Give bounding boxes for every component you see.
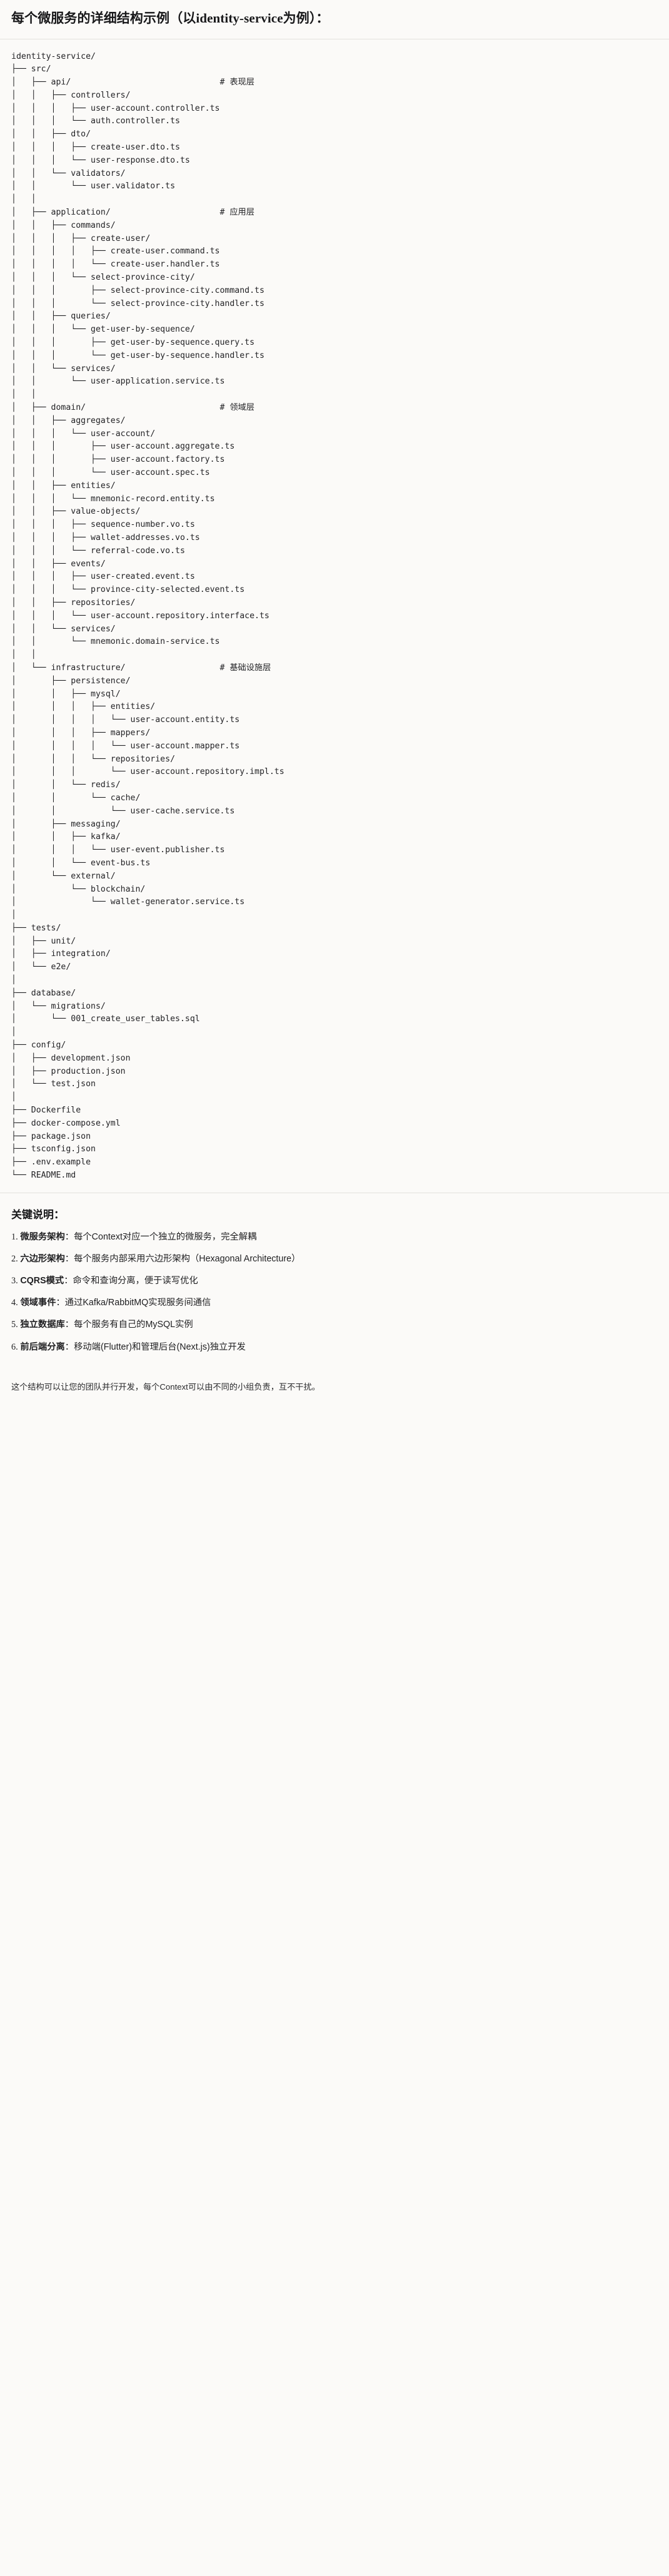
keypoint-term: CQRS模式	[20, 1276, 64, 1286]
keypoint-item: 领域事件：通过Kafka/RabbitMQ实现服务间通信	[11, 1296, 658, 1310]
keypoint-desc: ：命令和查询分离，便于读写优化	[64, 1276, 198, 1286]
directory-tree-block: identity-service/ ├── src/ │ ├── api/ # …	[0, 39, 669, 1193]
keypoint-term: 六边形架构	[20, 1253, 65, 1264]
keypoint-item: 微服务架构：每个Context对应一个独立的微服务，完全解耦	[11, 1230, 658, 1244]
keypoint-term: 领域事件	[20, 1298, 56, 1308]
directory-tree-code: identity-service/ ├── src/ │ ├── api/ # …	[11, 51, 284, 1181]
keypoint-term: 独立数据库	[20, 1320, 65, 1330]
keypoint-term: 前后端分离	[20, 1341, 65, 1352]
keypoint-item: 独立数据库：每个服务有自己的MySQL实例	[11, 1318, 658, 1331]
directory-tree: identity-service/ ├── src/ │ ├── api/ # …	[11, 51, 658, 1183]
keypoint-desc: ：每个Context对应一个独立的微服务，完全解耦	[64, 1231, 257, 1242]
keypoint-item: 六边形架构：每个服务内部采用六边形架构（Hexagonal Architectu…	[11, 1252, 658, 1266]
page-title: 每个微服务的详细结构示例（以identity-service为例）：	[11, 11, 329, 26]
keypoint-desc: ：通过Kafka/RabbitMQ实现服务间通信	[56, 1298, 211, 1308]
keypoints-section: 关键说明： 微服务架构：每个Context对应一个独立的微服务，完全解耦六边形架…	[0, 1193, 669, 1368]
keypoints-title: 关键说明：	[11, 1208, 64, 1221]
keypoints-footer: 这个结构可以让您的团队并行开发，每个Context可以由不同的小组负责，互不干扰…	[11, 1382, 320, 1392]
keypoint-desc: ：移动端(Flutter)和管理后台(Next.js)独立开发	[64, 1341, 246, 1352]
keypoint-desc: ：每个服务有自己的MySQL实例	[64, 1320, 193, 1330]
keypoint-desc: ：每个服务内部采用六边形架构（Hexagonal Architecture）	[64, 1253, 301, 1264]
keypoint-term: 微服务架构	[20, 1231, 65, 1242]
keypoints-list: 微服务架构：每个Context对应一个独立的微服务，完全解耦六边形架构：每个服务…	[11, 1230, 658, 1354]
keypoint-item: 前后端分离：移动端(Flutter)和管理后台(Next.js)独立开发	[11, 1340, 658, 1354]
keypoint-item: CQRS模式：命令和查询分离，便于读写优化	[11, 1274, 658, 1288]
